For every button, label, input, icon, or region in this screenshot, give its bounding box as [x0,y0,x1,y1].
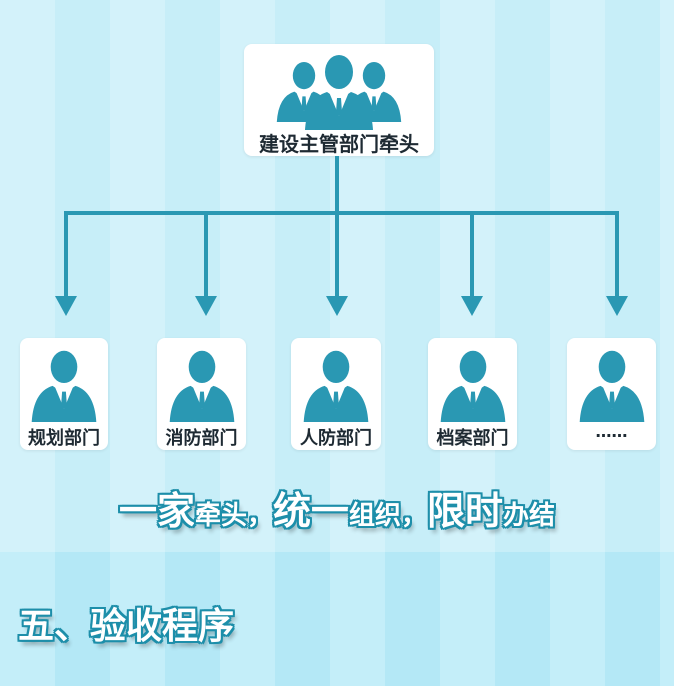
slogan-part: 一家 [118,489,195,533]
department-node: 人防部门 [291,338,381,450]
arrow-down-icon [461,296,483,316]
department-label: 档案部门 [436,428,509,449]
department-label: 消防部门 [165,428,238,449]
person-icon [579,350,644,422]
slogan: 一家牵头，统一组织，限时办结 [0,480,674,535]
person-icon [169,350,234,422]
department-label: 人防部门 [300,428,372,449]
connector-drop [204,211,208,297]
person-icon [31,350,97,422]
arrow-down-icon [55,296,77,316]
arrow-down-icon [195,296,217,316]
connector-drop [615,211,619,297]
section-title: 五、验收程序 [18,606,235,647]
person-icon [440,350,505,422]
lead-label: 建设主管部门牵头 [259,132,419,156]
slogan-part: 组织， [349,501,428,531]
arrow-down-icon [326,296,348,316]
connector-drop [335,211,339,297]
lead-node: 建设主管部门牵头 [244,44,434,156]
slogan-part: 限时 [427,489,504,533]
department-label: …… [595,422,628,441]
slogan-part: 办结 [503,501,556,531]
connector-drop [64,211,68,297]
person-icon [303,350,369,422]
department-node: …… [567,338,656,450]
department-node: 档案部门 [428,338,517,450]
connector-drop [470,211,474,297]
connector-bar [64,211,619,215]
department-label: 规划部门 [28,428,100,449]
arrow-down-icon [606,296,628,316]
department-node: 消防部门 [157,338,246,450]
people-group-icon [276,55,402,130]
slogan-part: 统一 [272,489,349,533]
department-node: 规划部门 [20,338,108,450]
slogan-part: 牵头， [194,501,273,531]
connector-trunk [335,156,339,214]
